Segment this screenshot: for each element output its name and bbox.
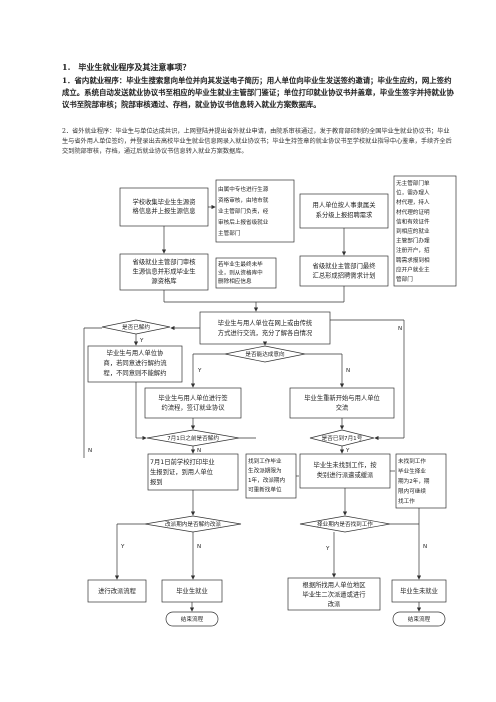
provincial-review-text: 省级就业主管部门审核生源信息并形成毕业生源资格库 bbox=[133, 257, 197, 285]
delete-info-text: 若毕业生最终未毕业，则从资格库中删除相应信息 bbox=[218, 260, 263, 285]
provincial-review-box bbox=[119, 253, 209, 291]
delete-info-box bbox=[215, 257, 277, 289]
out-of-province-procedure-paragraph: 2．省外就业程序：毕业生与单位达成共识，上网登陆并提出省外就业申请，由院系审核通… bbox=[62, 128, 452, 155]
label-y: Y bbox=[139, 338, 144, 344]
restart-communication-box bbox=[289, 387, 395, 419]
employer-report-demand-box bbox=[299, 193, 389, 229]
decision-terminated-text: 是否已解约 bbox=[122, 323, 150, 331]
label-n: N bbox=[346, 368, 350, 374]
unemployed-text: 毕业生未就业 bbox=[400, 586, 438, 595]
end-terminator-1-text: 结束流程 bbox=[181, 615, 204, 623]
end-terminator-1 bbox=[165, 611, 219, 627]
label-y: Y bbox=[120, 544, 125, 550]
sign-agreement-text: 毕业生与用人单位进行签约流程，签订就业协议 bbox=[158, 393, 228, 412]
label-n: N bbox=[88, 448, 92, 454]
decision-found-job bbox=[299, 515, 391, 533]
decision-agreement bbox=[224, 345, 306, 363]
negotiate-terminate-text: 毕业生与用人单位协商，若同意进行解约流程，不同意则不能解约 bbox=[104, 348, 168, 377]
no-supervisor-unit-text: 无主管部门单位，需办理人材代理，持人材代理的证明信和有效证件到相应的就业主管部门… bbox=[396, 179, 430, 283]
label-n: N bbox=[197, 544, 201, 550]
label-y: Y bbox=[197, 368, 202, 374]
job-search-period-box bbox=[395, 453, 447, 509]
print-report-card-box bbox=[147, 453, 239, 491]
negotiate-terminate-box bbox=[87, 345, 183, 383]
vocational-school-review-box bbox=[215, 179, 295, 243]
provincial-procedure-paragraph: 1．省内就业程序：毕业生搜索意向单位并向其发送电子简历；用人单位向毕业生发送签约… bbox=[62, 76, 454, 109]
communication-box bbox=[199, 311, 331, 345]
employed-text: 毕业生就业 bbox=[176, 586, 207, 595]
no-supervisor-unit-box bbox=[393, 175, 457, 287]
decision-agreement-text: 是否能达成意向 bbox=[245, 350, 285, 358]
second-dispatch-box bbox=[287, 577, 381, 611]
label-y: Y bbox=[345, 448, 350, 454]
collect-source-info-text: 学校收集毕业生生源资格信息并上报生源信息 bbox=[133, 197, 196, 215]
print-report-card-text: 7月1日前学校打印毕业生报到证，到用人单位报到 bbox=[150, 457, 215, 486]
decision-terminated-before-july-text: 7月1日之前是否解约 bbox=[167, 434, 219, 442]
sign-agreement-box bbox=[144, 387, 242, 419]
collect-source-info-box bbox=[119, 187, 209, 227]
reassign-process-text: 进行改派流程 bbox=[98, 586, 136, 595]
label-n: N bbox=[197, 448, 201, 454]
dispatch-text: 毕业生未找到工作，按类别进行派遣或缓派 bbox=[314, 460, 378, 479]
restart-communication-text: 毕业生重新开始与用人单位交流 bbox=[304, 393, 380, 412]
label-y: Y bbox=[325, 546, 330, 552]
decision-reassign-text: 改派期内是否解约改派 bbox=[165, 520, 221, 528]
employer-report-demand-text: 用人单位按人事隶属关系分级上报招聘需求 bbox=[313, 200, 377, 219]
label-n: N bbox=[398, 326, 402, 332]
reassign-period-box bbox=[245, 453, 297, 499]
dispatch-box bbox=[299, 453, 391, 489]
reassign-process-box bbox=[87, 579, 147, 603]
vocational-school-review-text: 由属中专也进行生源资格审核，由地市就业主管部门负责，经审核后上报省级就业主管部门 bbox=[218, 185, 269, 237]
decision-july-reached-text: 是否已到7月1号 bbox=[322, 435, 363, 442]
label-n: N bbox=[423, 544, 427, 550]
end-terminator-2 bbox=[392, 611, 446, 627]
communication-text: 毕业生与用人单位在网上或由传统方式进行交流，充分了解各自情况 bbox=[218, 318, 313, 337]
second-dispatch-text: 根据所找用人单位地区毕业生二次派遣或进行改派 bbox=[303, 580, 367, 608]
job-search-period-text: 未找到工作毕业生择业期为2年，期限内可继续找工作 bbox=[398, 457, 430, 505]
demand-plan-box bbox=[299, 255, 389, 287]
end-terminator-2-text: 结束流程 bbox=[408, 615, 431, 623]
question-heading: 1. 毕业生就业程序及其注意事项？ bbox=[62, 62, 191, 72]
demand-plan-text: 省级就业主管部门最终汇总形成招聘需求计划 bbox=[313, 261, 377, 280]
decision-found-job-text: 择业期内是否找到工作 bbox=[317, 520, 373, 528]
